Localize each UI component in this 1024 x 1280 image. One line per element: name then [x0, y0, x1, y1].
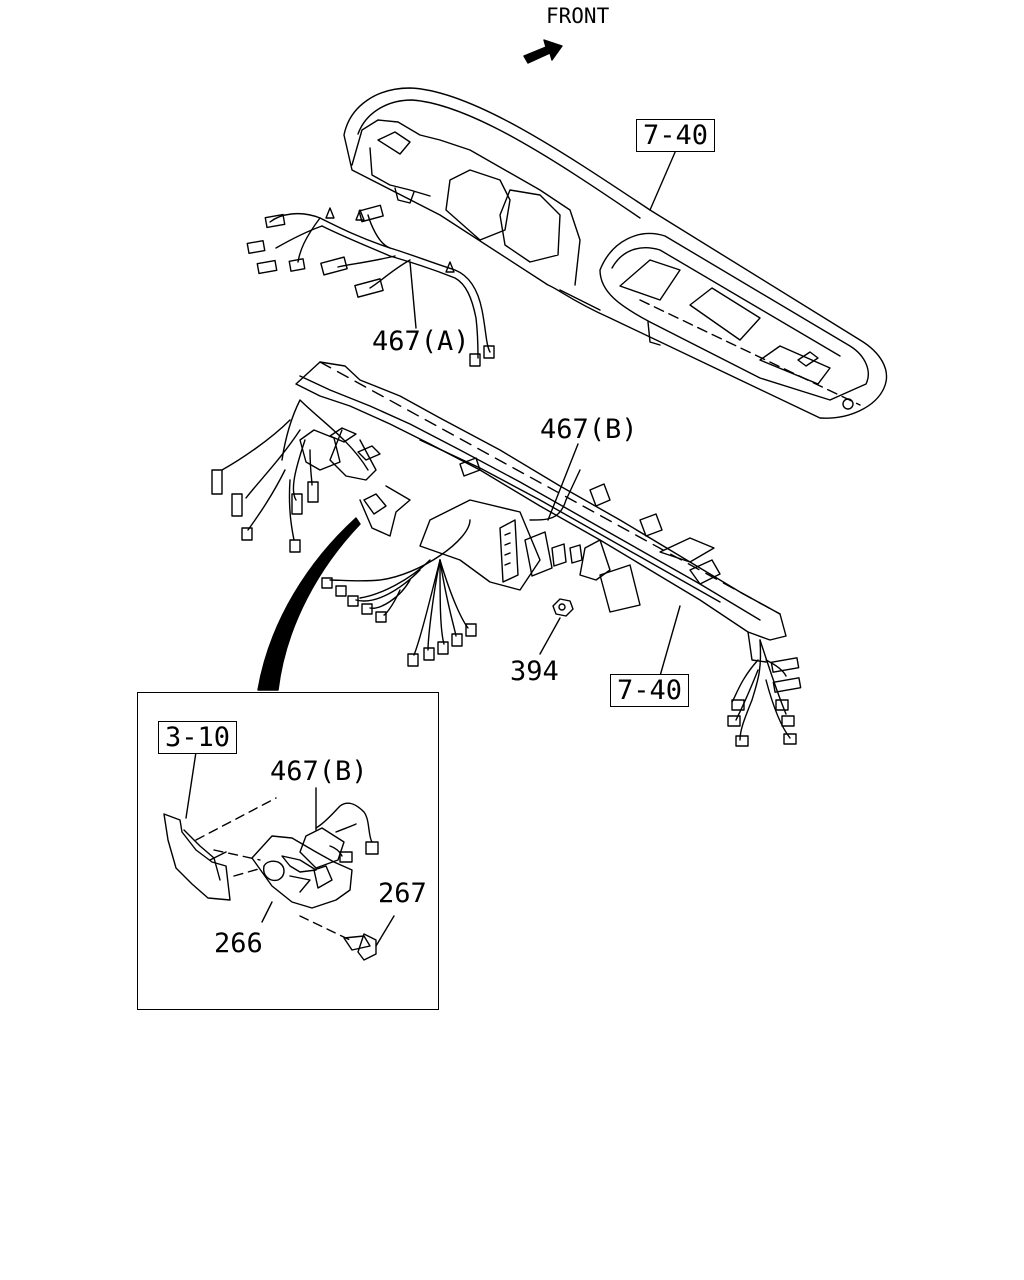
detail-inset: [137, 692, 439, 1010]
leader-394: [539, 617, 561, 655]
callout-467a: 467(A): [372, 326, 470, 357]
dash-reinforcement: [295, 361, 787, 663]
callout-266: 266: [214, 928, 263, 959]
front-direction-label: FRONT: [546, 4, 610, 28]
callout-267: 267: [378, 878, 427, 909]
upper-harness-467a: [246, 204, 495, 367]
callout-467b: 467(B): [540, 414, 638, 445]
lower-harness-467b: [211, 399, 802, 747]
ref-box-reinforcement: 7-40: [610, 674, 690, 707]
nut-394: [552, 598, 574, 617]
inset-drawing: [163, 751, 395, 961]
front-arrow-icon: [523, 39, 563, 64]
callout-inset-467b: 467(B): [270, 756, 368, 787]
inset-pointer: [257, 517, 361, 691]
ref-box-body: 3-10: [158, 721, 238, 754]
callout-394: 394: [510, 656, 559, 687]
leader-467a: [409, 261, 417, 329]
ref-box-dash-panel: 7-40: [636, 119, 716, 152]
leader-467b: [547, 443, 579, 521]
instrument-panel: [343, 87, 888, 419]
leader-dash-ref: [649, 149, 677, 211]
leader-7-40-lower: [659, 605, 681, 677]
